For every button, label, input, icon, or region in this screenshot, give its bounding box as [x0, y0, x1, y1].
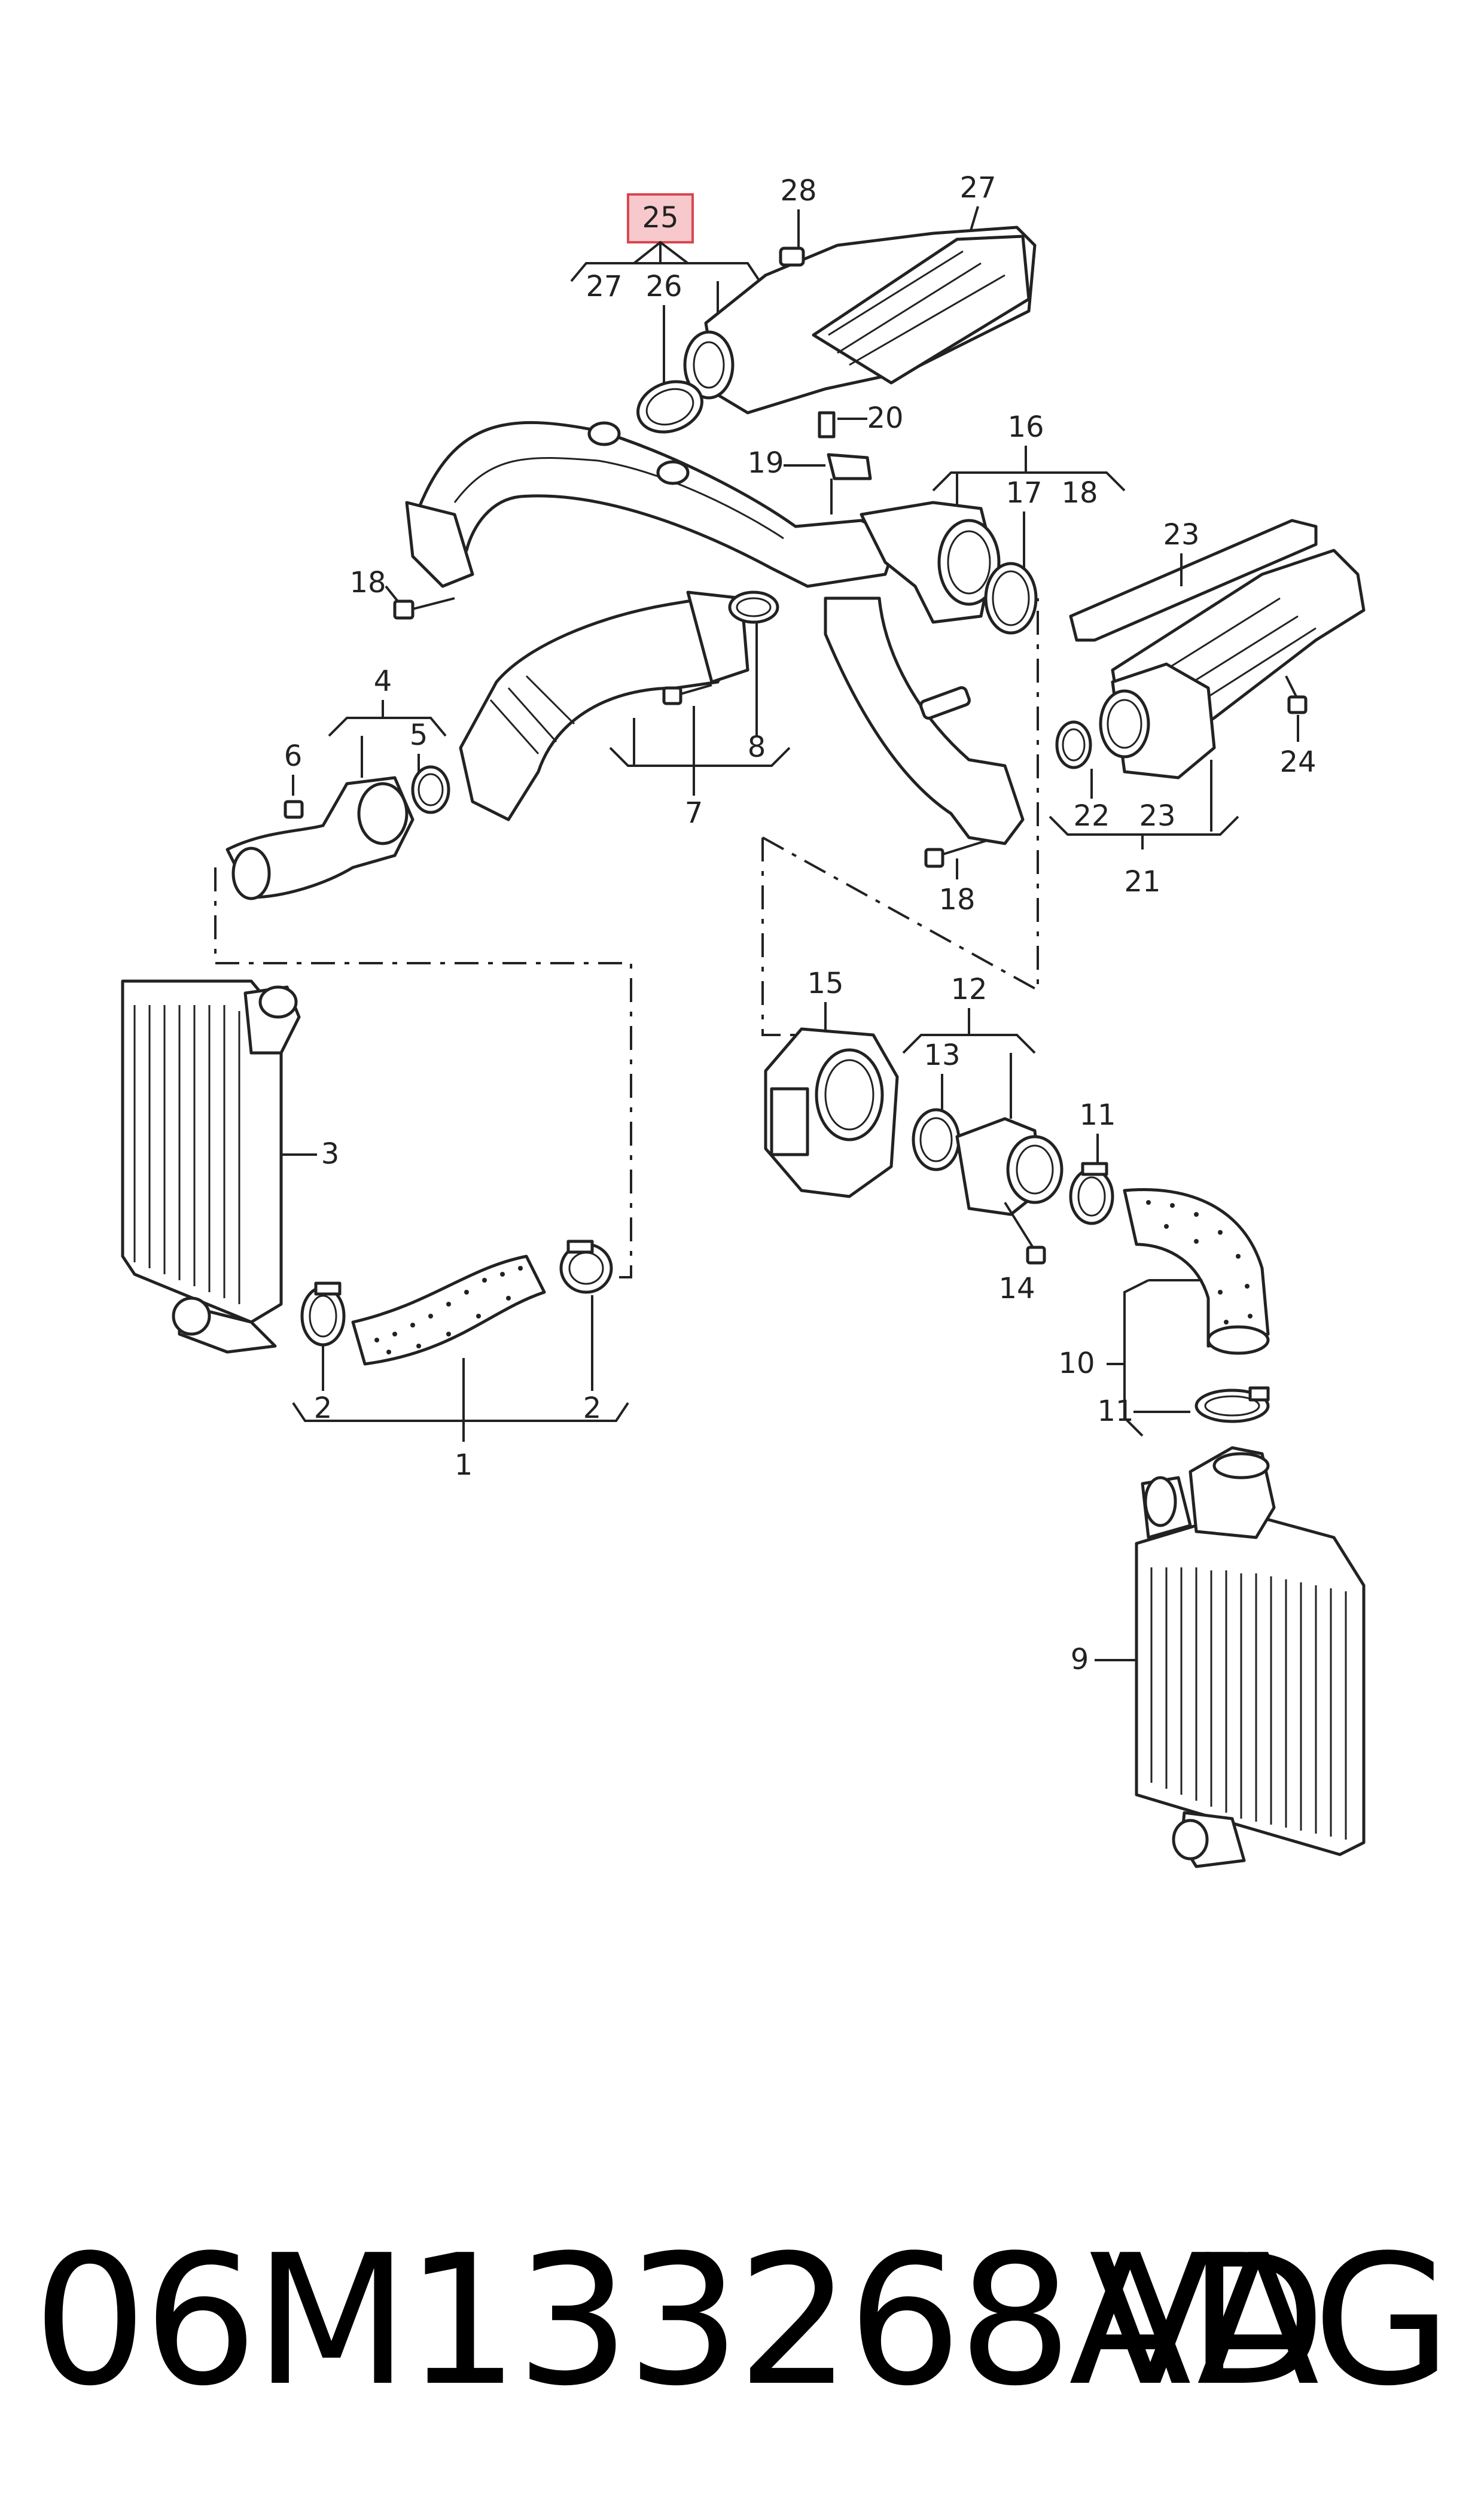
hose-clamp-11-upper [1069, 1162, 1114, 1225]
label-3: 3 [321, 1137, 340, 1171]
label-16: 16 [1007, 410, 1044, 444]
label-19: 19 [747, 446, 784, 480]
label-27-left: 27 [586, 270, 622, 303]
bracket-25 [570, 262, 761, 282]
brand-name: VAG [1089, 2216, 1452, 2425]
label-21: 21 [1124, 865, 1160, 899]
charge-pipe-7 [459, 590, 749, 821]
label-23-upper: 23 [1163, 518, 1199, 552]
label-18-lower: 18 [938, 883, 975, 917]
dash-line-right [762, 598, 1039, 992]
label-11-lower: 11 [1097, 1395, 1133, 1428]
flange-housing-21 [1099, 662, 1216, 780]
hose-clamp-11-lower [1194, 1386, 1270, 1423]
label-2-right: 2 [583, 1392, 602, 1425]
label-25: 25 [642, 201, 678, 235]
label-26: 26 [645, 270, 682, 303]
label-7: 7 [685, 796, 703, 830]
hose-clamp-2-right [559, 1240, 613, 1294]
label-1: 1 [455, 1448, 473, 1482]
intercooler-right-9 [1135, 1446, 1366, 1868]
label-9: 9 [1071, 1643, 1089, 1676]
dash-line-left [214, 867, 632, 1278]
throttle-body-15 [764, 1027, 899, 1198]
label-18-left: 18 [349, 566, 386, 599]
label-17: 17 [1005, 476, 1042, 510]
label-23-lower: 23 [1139, 799, 1175, 833]
label-10: 10 [1058, 1347, 1095, 1380]
label-14: 14 [998, 1272, 1035, 1305]
elbow-pipe-4 [226, 776, 415, 900]
label-13: 13 [924, 1039, 960, 1072]
dash-line-center [761, 838, 805, 1036]
hose-1 [351, 1255, 546, 1366]
throttle-flange-16 [860, 501, 1001, 624]
label-24: 24 [1279, 745, 1316, 779]
intercooler-left-3 [121, 979, 301, 1354]
pressure-sensor [818, 411, 872, 514]
label-4: 4 [374, 665, 392, 698]
intake-pipe [405, 421, 899, 588]
parts-diagram: 25 27 26 28 27 20 19 16 17 18 [121, 171, 1366, 1868]
intake-manifold [683, 226, 1037, 415]
o-ring-17 [984, 562, 1038, 635]
o-ring-26 [636, 380, 703, 434]
o-ring-8 [728, 590, 779, 624]
down-pipe [824, 596, 1025, 845]
label-15: 15 [807, 967, 843, 1000]
label-22: 22 [1073, 799, 1110, 833]
label-8: 8 [748, 730, 766, 764]
hose-10 [1123, 1188, 1270, 1355]
label-5: 5 [410, 718, 428, 752]
label-11-upper: 11 [1079, 1098, 1116, 1132]
adapter-flange-12 [955, 1117, 1064, 1216]
hose-clamp-2-left [300, 1281, 346, 1347]
label-18-right: 18 [1061, 476, 1098, 510]
part-number: 06M133268AD [33, 2216, 1326, 2425]
label-2-left: 2 [314, 1392, 333, 1425]
label-12: 12 [950, 973, 987, 1006]
label-20: 20 [867, 401, 903, 435]
label-6: 6 [284, 739, 303, 773]
label-28: 28 [780, 174, 816, 208]
label-27-right: 27 [959, 171, 996, 205]
